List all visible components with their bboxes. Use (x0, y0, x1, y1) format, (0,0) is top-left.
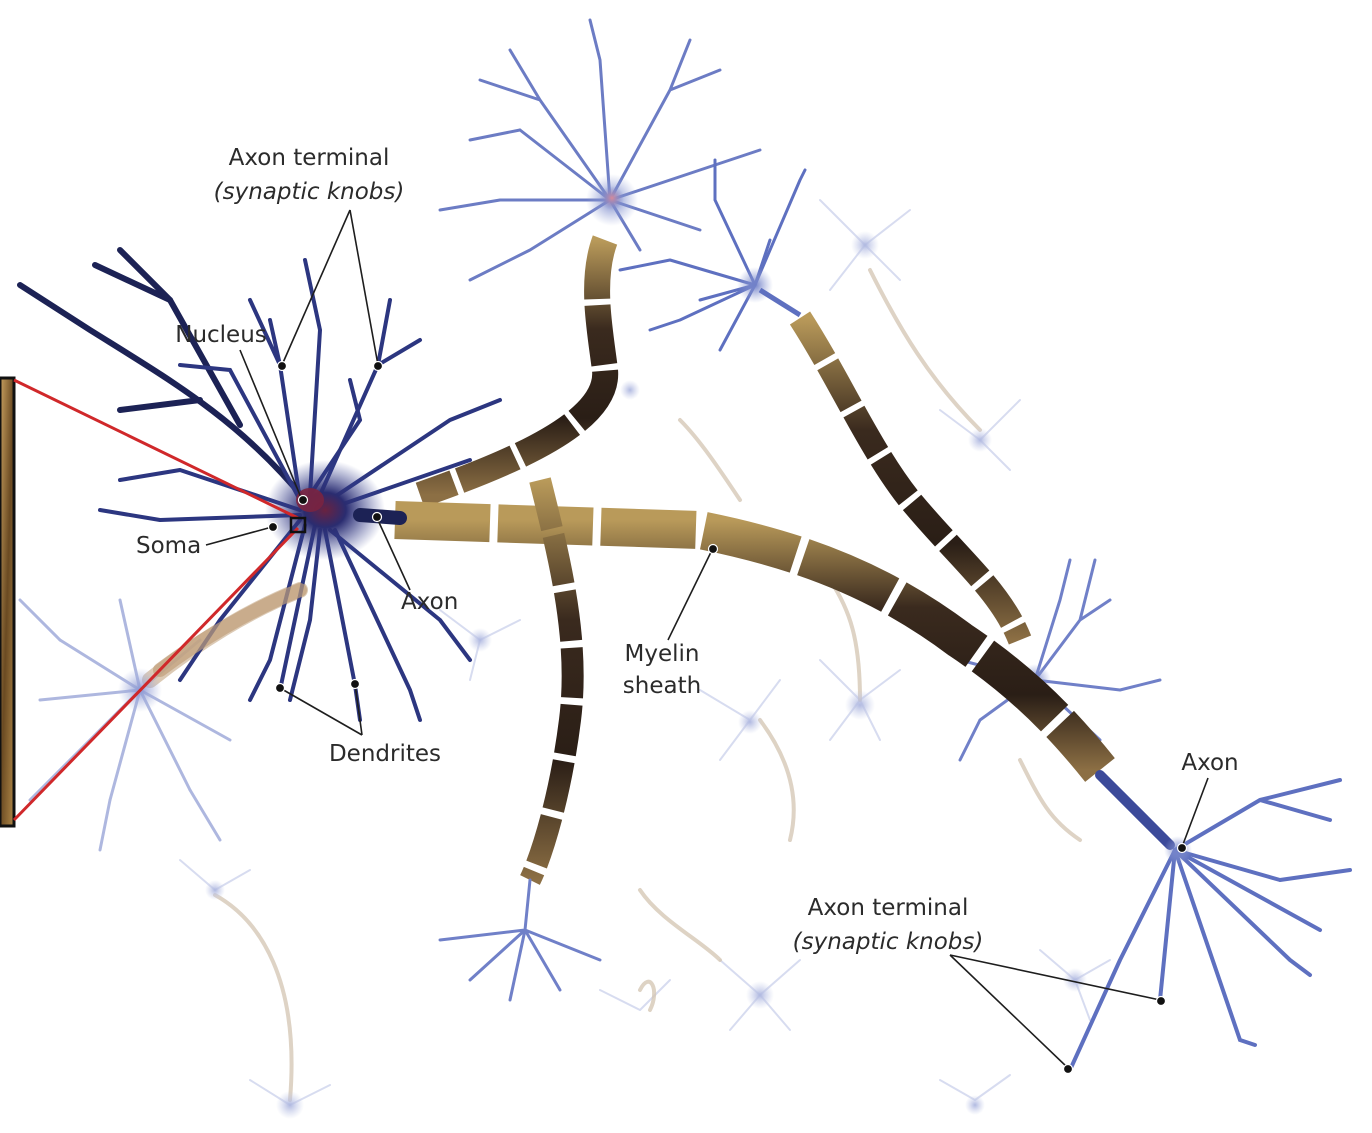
label-myelin: Myelin (625, 641, 700, 667)
label-axon-terminal-bottom: Axon terminal (808, 895, 969, 921)
label-synaptic-knobs-bottom: (synaptic knobs) (793, 929, 984, 955)
label-synaptic-knobs-top: (synaptic knobs) (214, 179, 405, 205)
label-axon-left: Axon (401, 589, 458, 615)
right-axon-terminal (1070, 775, 1350, 1070)
label-soma: Soma (136, 533, 201, 559)
lower-axon-terminal-branches (440, 880, 600, 1000)
label-axon-terminal-top: Axon terminal (229, 145, 390, 171)
lower-left-neuron (20, 590, 300, 850)
label-nucleus: Nucleus (175, 322, 267, 348)
myelin-segments (395, 240, 1100, 880)
label-axon-right: Axon (1181, 750, 1238, 776)
leader-lines (206, 210, 1208, 1068)
label-dendrites: Dendrites (329, 741, 441, 767)
main-soma (265, 460, 400, 560)
label-sheath: sheath (623, 673, 701, 699)
